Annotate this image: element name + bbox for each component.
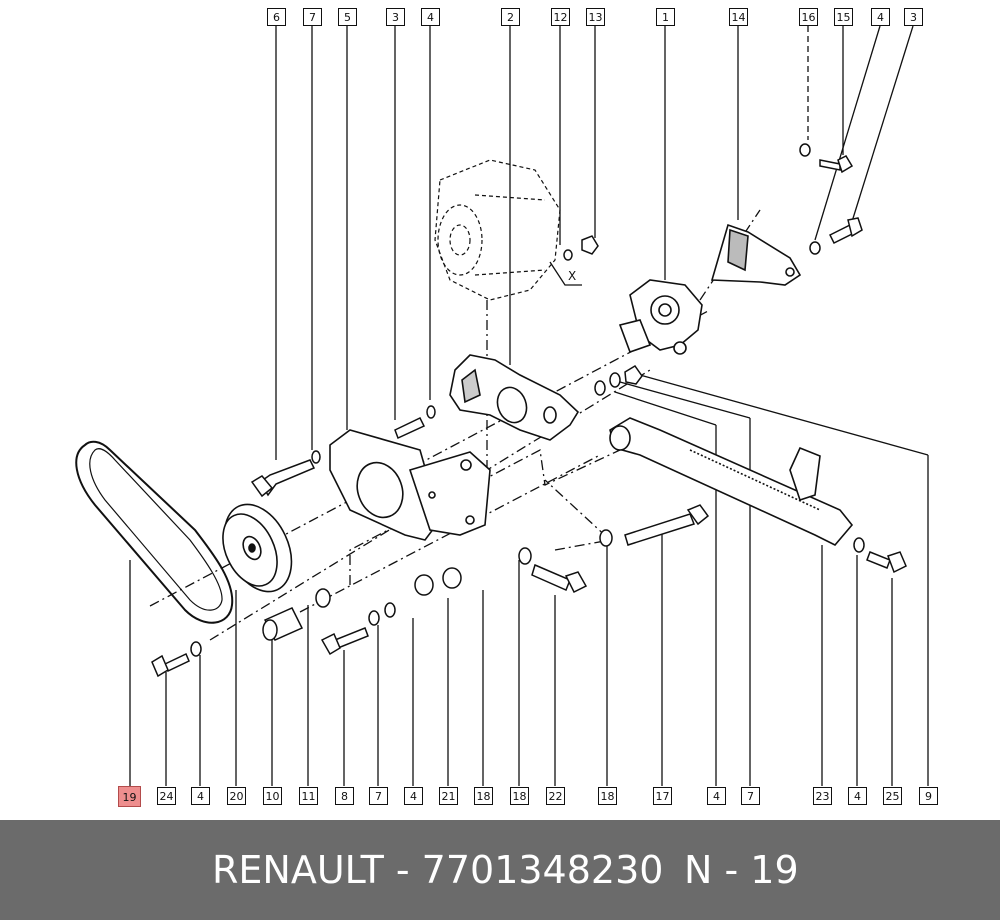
callout-8: 8	[335, 787, 354, 805]
support-bracket	[449, 354, 580, 441]
fasteners	[151, 143, 907, 678]
callout-23: 23	[813, 787, 832, 805]
callout-4-right: 4	[871, 8, 890, 26]
callout-21: 21	[439, 787, 458, 805]
footer-bar	[0, 820, 1000, 920]
callout-3: 3	[386, 8, 405, 26]
callout-19-highlighted: 19	[118, 786, 141, 807]
callout-12: 12	[551, 8, 570, 26]
callout-18: 18	[598, 787, 617, 805]
callout-14: 14	[729, 8, 748, 26]
callout-24: 24	[157, 787, 176, 805]
callout-4: 4	[421, 8, 440, 26]
callout-11: 11	[299, 787, 318, 805]
callout-3-right: 3	[904, 8, 923, 26]
callout-1: 1	[656, 8, 675, 26]
callout-7: 7	[369, 787, 388, 805]
spacer-sleeve	[262, 607, 304, 641]
tensioner-arm	[609, 417, 854, 546]
callout-7: 7	[741, 787, 760, 805]
callout-5: 5	[338, 8, 357, 26]
callout-22: 22	[546, 787, 565, 805]
callout-16: 16	[799, 8, 818, 26]
pulley	[222, 503, 293, 593]
x-marker-label: X	[568, 269, 576, 283]
callout-4: 4	[191, 787, 210, 805]
pump	[618, 279, 703, 355]
callout-15: 15	[834, 8, 853, 26]
callout-18: 18	[510, 787, 529, 805]
callout-6: 6	[267, 8, 286, 26]
callout-4: 4	[848, 787, 867, 805]
callout-10: 10	[263, 787, 282, 805]
callout-4: 4	[707, 787, 726, 805]
callout-20: 20	[227, 787, 246, 805]
diagram-drawing: X	[75, 25, 929, 786]
callout-13: 13	[586, 8, 605, 26]
alternator-outline	[434, 159, 561, 301]
footer-page-ref: N - 19	[684, 848, 799, 892]
callout-4: 4	[404, 787, 423, 805]
callout-2: 2	[501, 8, 520, 26]
callout-9: 9	[919, 787, 938, 805]
callout-17: 17	[653, 787, 672, 805]
x-marker	[549, 261, 582, 286]
exploded-parts-diagram: X	[75, 8, 938, 807]
callout-18: 18	[474, 787, 493, 805]
callout-7: 7	[303, 8, 322, 26]
footer-part-number: RENAULT - 7701348230	[212, 848, 664, 892]
mounting-bracket	[710, 223, 802, 286]
callout-25: 25	[883, 787, 902, 805]
bracket-plate	[329, 429, 491, 541]
drive-belt	[75, 440, 234, 624]
